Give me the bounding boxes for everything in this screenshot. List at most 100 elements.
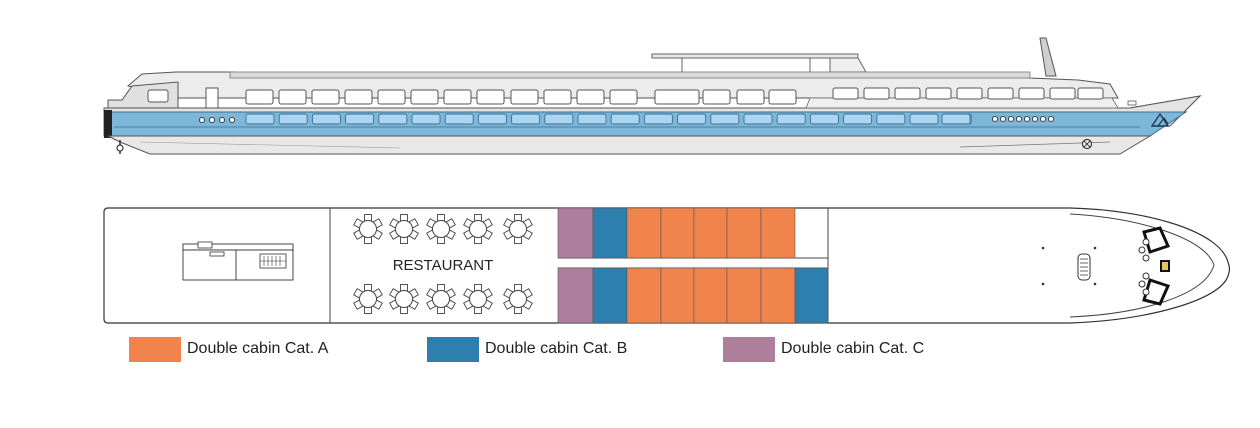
lower-window — [743, 113, 773, 125]
restaurant-table — [353, 284, 383, 314]
restaurant-table — [353, 214, 383, 244]
table — [469, 220, 487, 238]
upper-window — [410, 89, 439, 105]
upper-window — [576, 89, 605, 105]
restaurant-table — [389, 214, 419, 244]
upper-window — [863, 87, 890, 100]
cabins — [557, 207, 829, 324]
upper-window — [476, 89, 505, 105]
upper-windows — [245, 87, 1104, 105]
porthole — [991, 115, 999, 123]
lower-window — [245, 113, 275, 125]
lower-window — [610, 113, 640, 125]
legend-swatch-cat-a — [129, 336, 181, 362]
legend-label-cat-a: Double cabin Cat. A — [187, 340, 329, 357]
upper-window — [377, 89, 406, 105]
cabin-cat-a — [660, 267, 695, 324]
deck-outline — [103, 207, 1231, 324]
lower-windows — [114, 113, 1140, 128]
lower-window — [577, 113, 607, 125]
legend-swatch-cat-b — [427, 336, 479, 362]
table — [432, 220, 450, 238]
table — [432, 290, 450, 308]
lower-window — [710, 113, 740, 125]
porthole — [208, 116, 216, 124]
upper-window — [1049, 87, 1076, 100]
legend-item-cat-c: Double cabin Cat. C — [723, 336, 924, 362]
upper-window — [925, 87, 952, 100]
lower-window — [843, 113, 873, 125]
upper-window — [609, 89, 638, 105]
porthole — [228, 116, 236, 124]
cabin-cat-b — [794, 267, 829, 324]
cabin-cat-a — [760, 207, 796, 259]
lower-hull — [107, 135, 1152, 155]
upper-window — [1077, 87, 1104, 100]
cabin-cat-c — [557, 267, 594, 324]
porthole — [1047, 115, 1055, 123]
restaurant-table — [463, 284, 493, 314]
deck-plan: RESTAURANT — [103, 207, 1231, 324]
restaurant-table — [503, 214, 533, 244]
porthole — [1023, 115, 1031, 123]
upper-window — [736, 89, 765, 105]
lower-window — [444, 113, 474, 125]
portholes — [198, 115, 1055, 124]
lower-window — [345, 113, 375, 125]
table — [509, 290, 527, 308]
legend-item-cat-b: Double cabin Cat. B — [427, 336, 627, 362]
propeller-icon — [116, 140, 124, 154]
restaurant-tables — [353, 214, 533, 314]
porthole — [1015, 115, 1023, 123]
restaurant-table — [503, 284, 533, 314]
stern-bar — [182, 241, 294, 281]
lower-window — [677, 113, 707, 125]
stern — [104, 110, 112, 138]
porthole — [1031, 115, 1039, 123]
porthole — [1039, 115, 1047, 123]
upper-window — [702, 89, 731, 105]
upper-window — [245, 89, 274, 105]
cabin-cat-a — [726, 207, 762, 259]
upper-window — [987, 87, 1014, 100]
upper-window — [443, 89, 472, 105]
legend-label-cat-c: Double cabin Cat. C — [781, 340, 925, 357]
restaurant-table — [389, 284, 419, 314]
lower-window — [909, 113, 939, 125]
restaurant-table — [426, 214, 456, 244]
lower-window — [544, 113, 574, 125]
lower-window — [643, 113, 673, 125]
ship-profile — [103, 37, 1202, 155]
upper-window — [278, 89, 307, 105]
lower-window — [876, 113, 906, 125]
bow-details — [1041, 226, 1171, 306]
lower-window — [311, 113, 341, 125]
table — [395, 220, 413, 238]
lower-window — [278, 113, 308, 125]
cabin-cat-a — [693, 207, 728, 259]
cabin-cat-b — [592, 207, 628, 259]
porthole — [1007, 115, 1015, 123]
lower-window — [411, 113, 441, 125]
upper-window — [510, 89, 539, 105]
cabin-cat-a — [660, 207, 695, 259]
table — [469, 290, 487, 308]
restaurant-table — [463, 214, 493, 244]
sun-deck-canopy — [651, 53, 859, 59]
upper-window — [344, 89, 373, 105]
porthole — [218, 116, 226, 124]
lower-window — [378, 113, 408, 125]
cabin-cat-a — [693, 267, 728, 324]
table — [359, 220, 377, 238]
lower-window — [941, 113, 971, 125]
lower-window — [477, 113, 507, 125]
upper-window — [956, 87, 983, 100]
lower-window — [511, 113, 541, 125]
porthole — [999, 115, 1007, 123]
cabin-cat-c — [557, 207, 594, 259]
upper-window — [311, 89, 340, 105]
upper-window — [894, 87, 921, 100]
lower-window — [809, 113, 839, 125]
table — [395, 290, 413, 308]
